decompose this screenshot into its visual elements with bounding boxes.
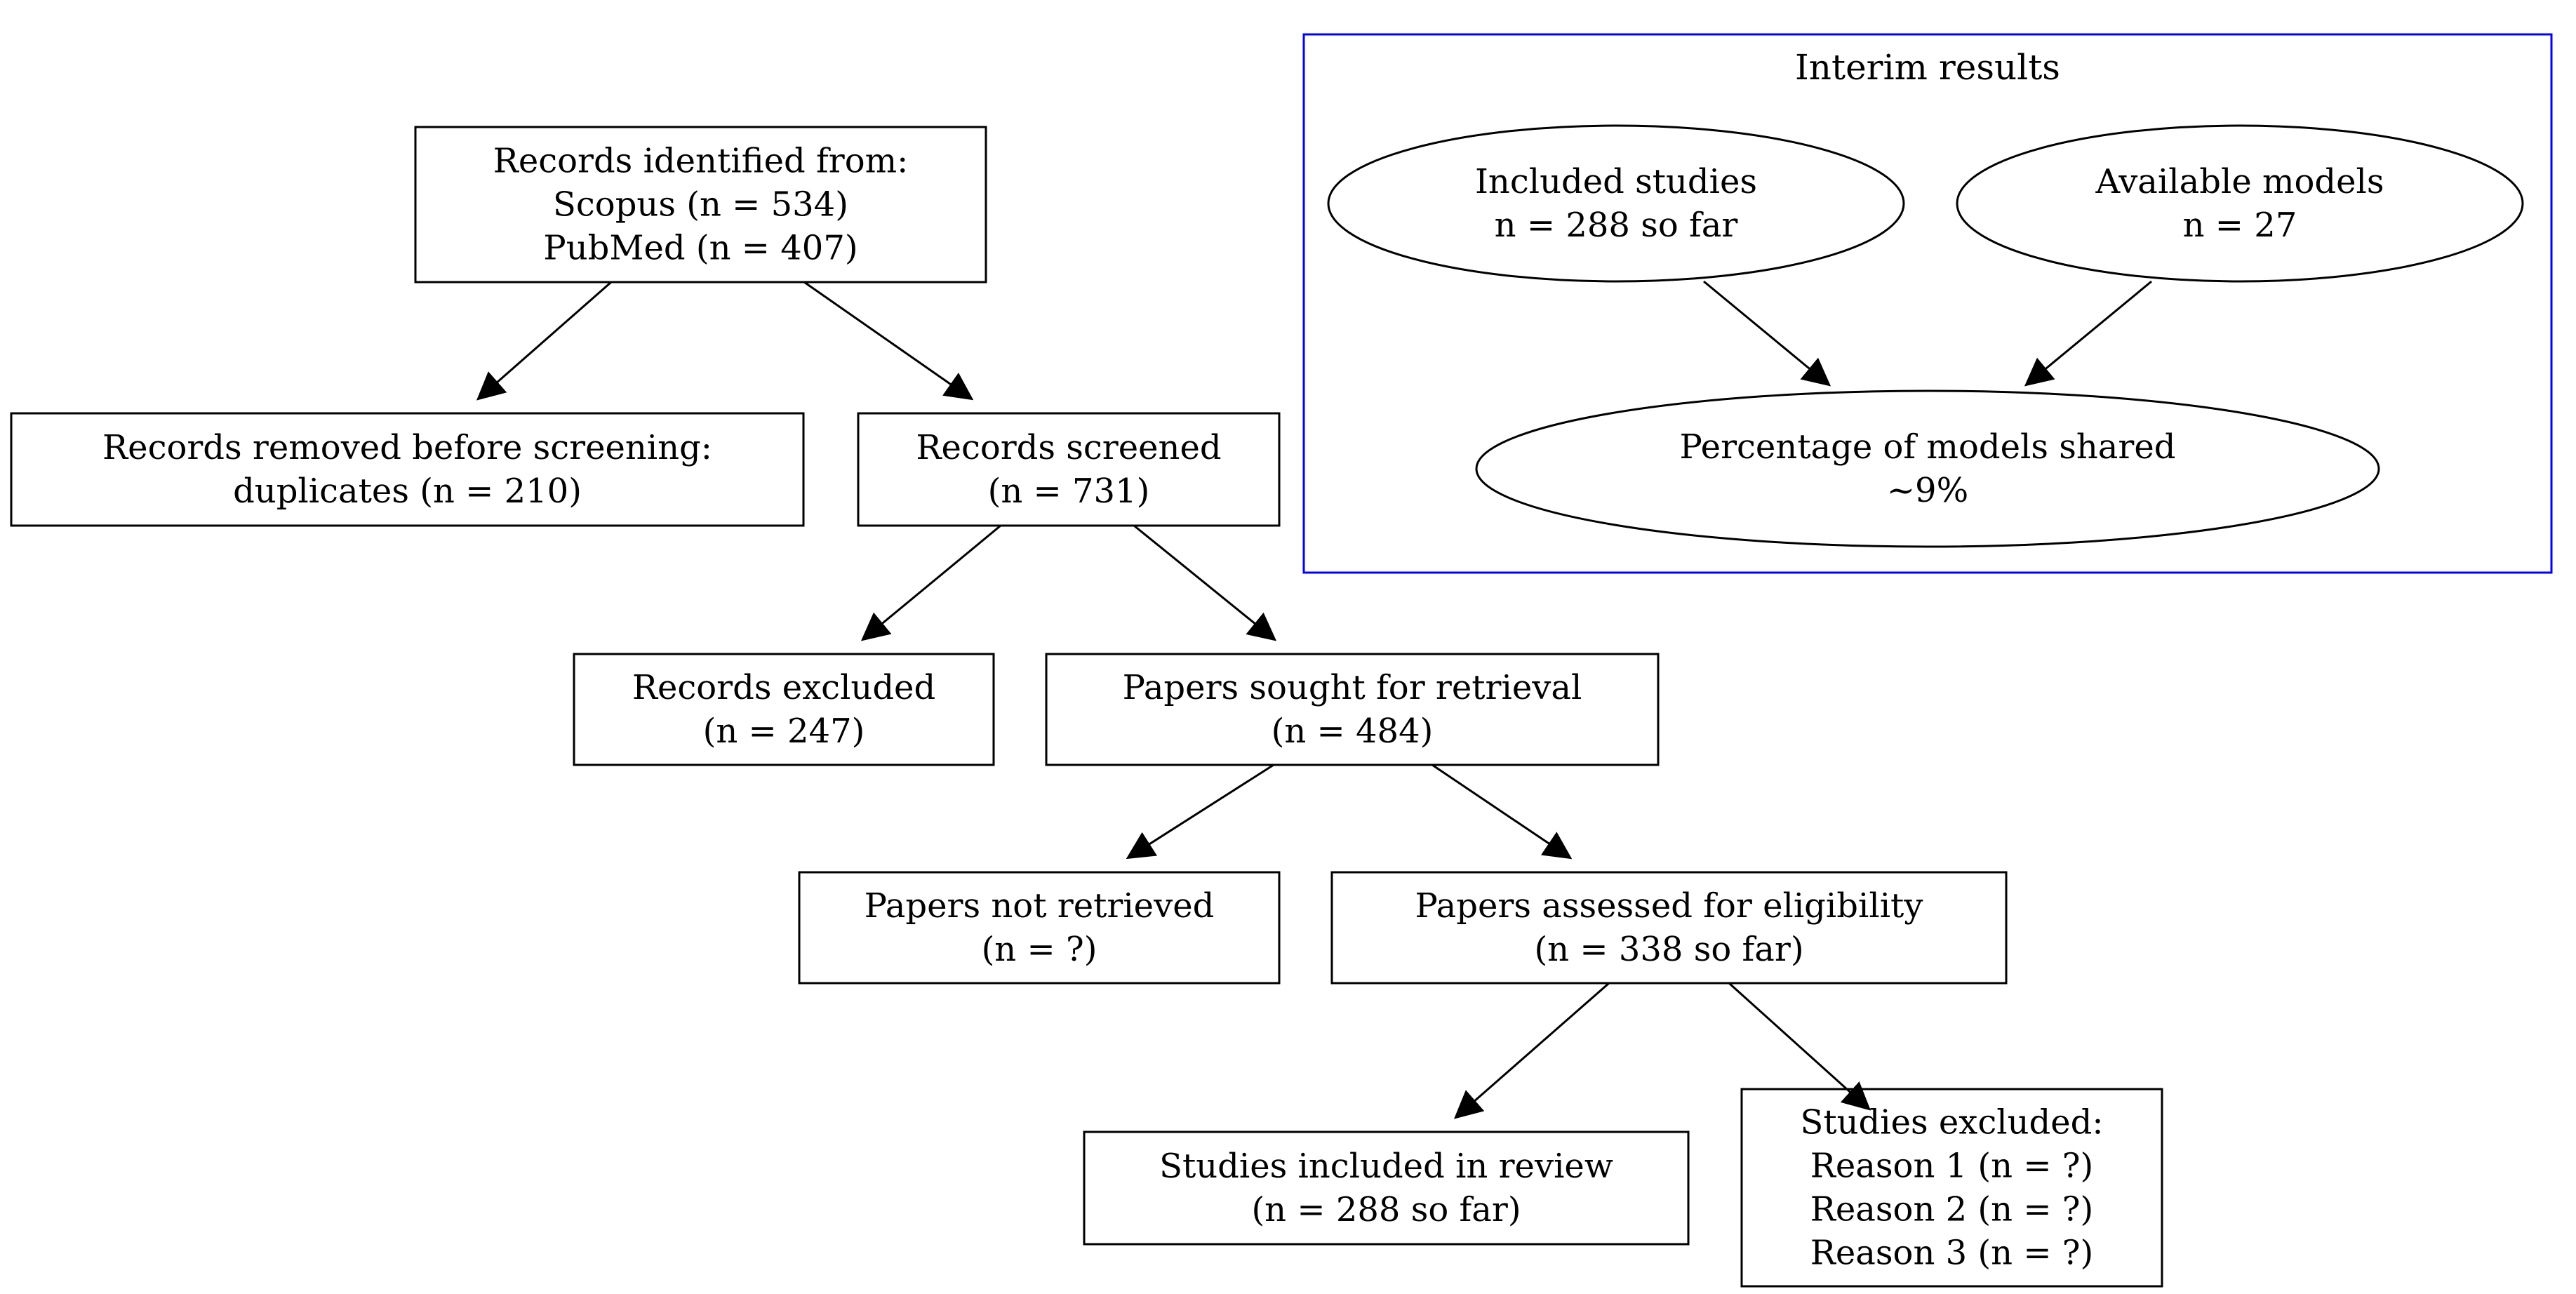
node-studies-excluded-label-line: Studies excluded:	[1800, 1103, 2103, 1142]
node-papers-sought-label-line: (n = 484)	[1272, 712, 1434, 751]
node-papers-not-retrieved: Papers not retrieved (n = ?)	[798, 871, 1281, 985]
node-available-models: Available models n = 27	[1956, 124, 2524, 283]
node-records-identified-shape	[414, 126, 987, 284]
flow-nodes: Records identified from: Scopus (n = 534)…	[10, 124, 2524, 1288]
node-papers-sought-shape	[1045, 653, 1660, 766]
flow-edges	[476, 280, 2152, 1119]
node-included-studies-label-line: Included studies	[1475, 162, 1757, 201]
cluster-border	[1302, 33, 2553, 574]
node-studies-excluded-label-line: Reason 3 (n = ?)	[1810, 1234, 2094, 1273]
node-studies-excluded-shape	[1740, 1088, 2163, 1288]
node-included-studies-shape	[1327, 124, 1905, 283]
node-studies-included-label-line: (n = 288 so far)	[1251, 1190, 1521, 1229]
node-studies-included-shape	[1083, 1130, 1690, 1246]
node-studies-included-label-line: Studies included in review	[1159, 1147, 1613, 1186]
node-records-identified-label-line: PubMed (n = 407)	[543, 229, 857, 268]
node-records-excluded-label-line: Records excluded	[632, 668, 935, 707]
node-percentage-shared-shape	[1475, 389, 2380, 548]
edge-identified-to-screened	[803, 281, 974, 401]
node-records-identified: Records identified from: Scopus (n = 534)…	[414, 126, 987, 284]
edge-available-models-to-percentage	[2024, 280, 2152, 387]
node-records-excluded: Records excluded (n = 247)	[573, 653, 995, 766]
node-studies-included: Studies included in review (n = 288 so fa…	[1083, 1130, 1690, 1246]
node-studies-excluded-label-line: Reason 1 (n = ?)	[1810, 1147, 2094, 1186]
node-records-identified-label-line: Records identified from:	[493, 142, 909, 181]
node-available-models-shape	[1956, 124, 2524, 283]
node-records-identified-label-line: Scopus (n = 534)	[553, 185, 848, 225]
node-studies-excluded: Studies excluded: Reason 1 (n = ?) Reason …	[1740, 1088, 2163, 1288]
edge-screened-to-sought	[1133, 524, 1277, 641]
node-records-screened-shape	[857, 412, 1281, 527]
node-available-models-label-line: Available models	[2095, 162, 2384, 201]
node-records-removed-shape	[10, 412, 805, 527]
edge-sought-to-not-retrieved	[1126, 763, 1274, 860]
node-included-studies: Included studies n = 288 so far	[1327, 124, 1905, 283]
interim-results-cluster: Interim results	[1302, 33, 2553, 574]
node-papers-assessed-label-line: Papers assessed for eligibility	[1415, 886, 1923, 926]
node-papers-assessed-label-line: (n = 338 so far)	[1534, 930, 1803, 969]
node-papers-sought-label-line: Papers sought for retrieval	[1123, 668, 1582, 707]
node-records-removed: Records removed before screening: duplica…	[10, 412, 805, 527]
edge-assessed-to-excluded	[1728, 982, 1871, 1111]
node-records-screened-label-line: Records screened	[916, 428, 1221, 467]
edge-identified-to-removed	[476, 281, 612, 401]
node-percentage-shared: Percentage of models shared ~9%	[1475, 389, 2380, 548]
node-papers-not-retrieved-label-line: (n = ?)	[982, 930, 1097, 969]
node-papers-not-retrieved-shape	[798, 871, 1281, 985]
node-papers-not-retrieved-label-line: Papers not retrieved	[865, 886, 1215, 926]
edge-screened-to-excluded	[860, 524, 1001, 641]
edge-assessed-to-included	[1453, 982, 1610, 1119]
node-records-excluded-shape	[573, 653, 995, 766]
node-records-screened-label-line: (n = 731)	[988, 472, 1150, 511]
node-percentage-shared-label-line: Percentage of models shared	[1680, 427, 2176, 467]
edge-sought-to-assessed	[1432, 763, 1573, 860]
node-available-models-label-line: n = 27	[2183, 206, 2297, 245]
node-papers-sought: Papers sought for retrieval (n = 484)	[1045, 653, 1660, 766]
node-included-studies-label-line: n = 288 so far	[1495, 206, 1738, 245]
cluster-title: Interim results	[1795, 47, 2060, 88]
edge-included-studies-to-percentage	[1703, 280, 1831, 387]
node-papers-assessed: Papers assessed for eligibility (n = 338 …	[1330, 871, 2008, 985]
node-records-excluded-label-line: (n = 247)	[703, 712, 865, 751]
node-records-screened: Records screened (n = 731)	[857, 412, 1281, 527]
node-percentage-shared-label-line: ~9%	[1887, 471, 1968, 510]
node-records-removed-label-line: Records removed before screening:	[102, 428, 712, 467]
node-papers-assessed-shape	[1330, 871, 2008, 985]
node-studies-excluded-label-line: Reason 2 (n = ?)	[1810, 1190, 2094, 1229]
node-records-removed-label-line: duplicates (n = 210)	[233, 472, 582, 511]
